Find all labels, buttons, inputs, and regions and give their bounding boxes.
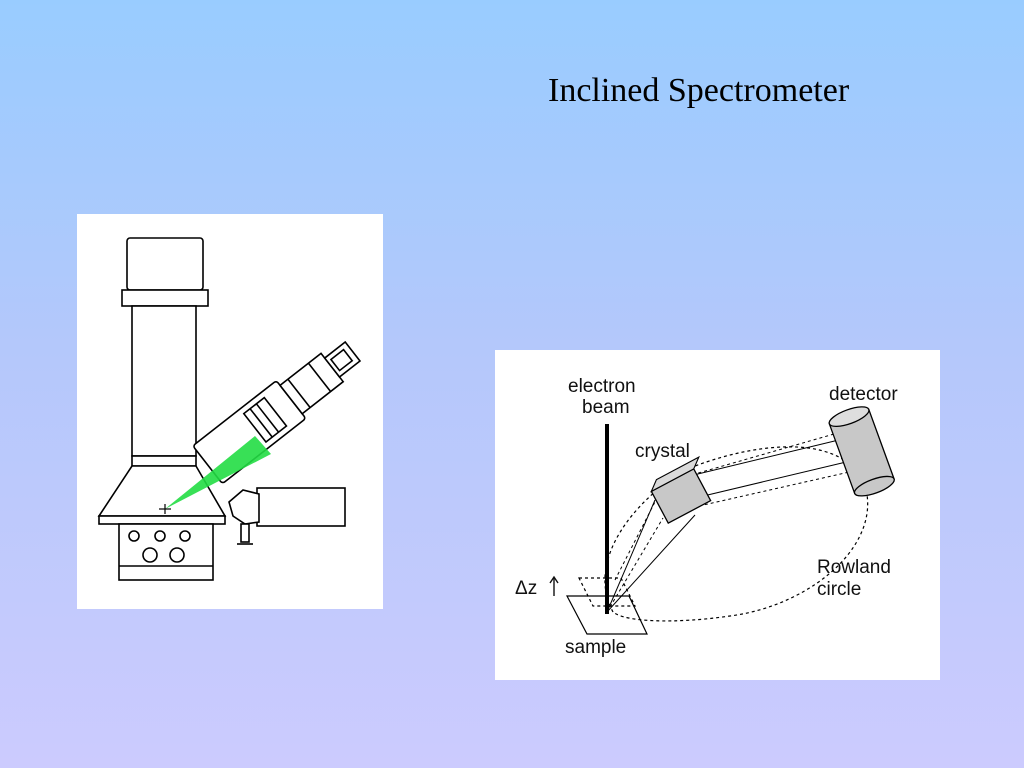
chamber-port xyxy=(128,530,140,542)
column-flange xyxy=(121,289,209,307)
xray-beam xyxy=(165,436,271,509)
rowland-diagram: electron beam crystal detector Rowland c… xyxy=(515,376,898,658)
crystal-label: crystal xyxy=(635,441,690,462)
chamber-port xyxy=(179,530,191,542)
chamber-port xyxy=(142,547,158,563)
delta-z-arrow xyxy=(549,575,559,596)
xray-paths xyxy=(606,431,868,613)
rowland-diagram-panel: electron beam crystal detector Rowland c… xyxy=(495,350,940,680)
delta-z-label: Δz xyxy=(515,578,537,599)
sample-label: sample xyxy=(565,637,626,658)
detector xyxy=(828,406,895,497)
chamber-port xyxy=(154,530,166,542)
column-body xyxy=(131,305,197,457)
rowland-label-2: circle xyxy=(817,579,861,600)
spectrometer-crystal-box xyxy=(242,396,288,444)
side-detector xyxy=(256,487,346,527)
crystal xyxy=(650,455,712,525)
electron-beam-label-2: beam xyxy=(582,397,630,418)
detector-label: detector xyxy=(829,384,898,405)
column-top-cap xyxy=(126,237,204,291)
chamber-port xyxy=(169,547,185,563)
electron-beam-label-1: electron xyxy=(568,376,636,397)
slide-title: Inclined Spectrometer xyxy=(548,72,850,109)
column-base-plate xyxy=(98,515,226,525)
column-ring xyxy=(131,455,197,467)
sample-planes xyxy=(566,577,648,635)
microscope-diagram-panel xyxy=(77,214,383,609)
microscope-diagram xyxy=(97,237,362,581)
rowland-label-1: Rowland xyxy=(817,557,891,578)
sample-chamber xyxy=(118,523,214,581)
